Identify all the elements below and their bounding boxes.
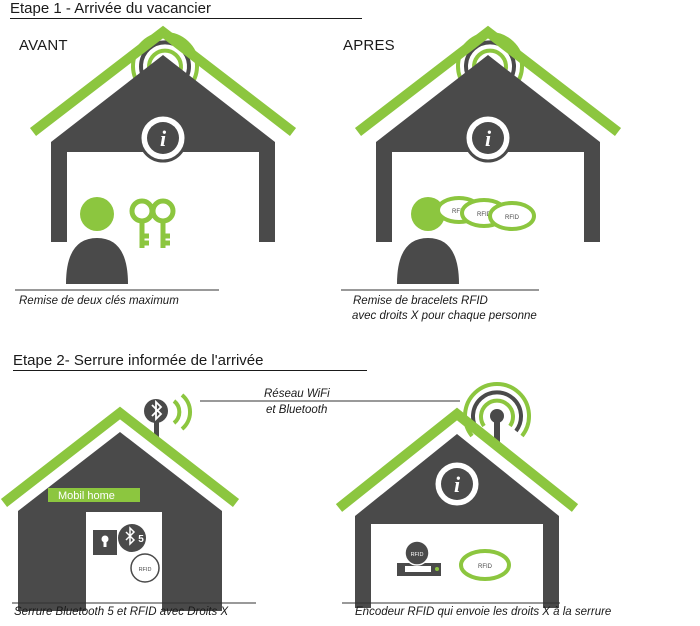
after-caption-line2: avec droits X pour chaque personne [352, 310, 537, 322]
key-icon [129, 198, 176, 248]
step2-title: Etape 2- Serrure informée de l'arrivée [13, 352, 264, 369]
info-icon [432, 459, 482, 509]
house-encoder: RFID RFID [335, 382, 579, 608]
rfid-encoder-icon: RFID [397, 540, 441, 576]
before-label: AVANT [19, 37, 68, 54]
wifi-signal-icon [172, 393, 193, 431]
after-caption-line1: Remise de bracelets RFID [353, 295, 488, 307]
before-caption: Remise de deux clés maximum [19, 295, 179, 307]
svg-text:RFID: RFID [139, 567, 152, 573]
mobil-home-label: Mobil home [58, 490, 115, 502]
house-before [33, 32, 293, 284]
network-label-line1: Réseau WiFi [264, 388, 330, 400]
step2-title-underline [13, 370, 367, 371]
person-icon [66, 197, 128, 284]
lock-caption: Serrure Bluetooth 5 et RFID avec Droits … [14, 606, 229, 618]
bluetooth-icon [144, 399, 168, 439]
network-label-line2: et Bluetooth [266, 404, 327, 416]
info-icon [463, 113, 513, 163]
rfid-bracelet-icon: RFID [459, 549, 511, 581]
mobil-home: Mobil home 5 RFID [0, 393, 240, 611]
svg-text:RFID: RFID [452, 209, 467, 215]
after-label: APRES [343, 37, 395, 54]
house-after: RFID RFID RFID [358, 32, 618, 284]
svg-text:RFID: RFID [477, 212, 492, 218]
info-icon [138, 113, 188, 163]
step1-title-underline [10, 18, 362, 19]
keyhole-icon [93, 530, 117, 555]
svg-text:RFID: RFID [478, 564, 493, 570]
svg-text:RFID: RFID [505, 215, 520, 221]
step1-title: Etape 1 - Arrivée du vacancier [10, 0, 211, 17]
rfid-bracelet-icon: RFID RFID RFID [436, 196, 536, 231]
encoder-caption: Encodeur RFID qui envoie les droits X à … [355, 606, 611, 618]
svg-text:5: 5 [138, 534, 144, 545]
person-icon [397, 197, 459, 284]
svg-text:RFID: RFID [411, 552, 424, 558]
